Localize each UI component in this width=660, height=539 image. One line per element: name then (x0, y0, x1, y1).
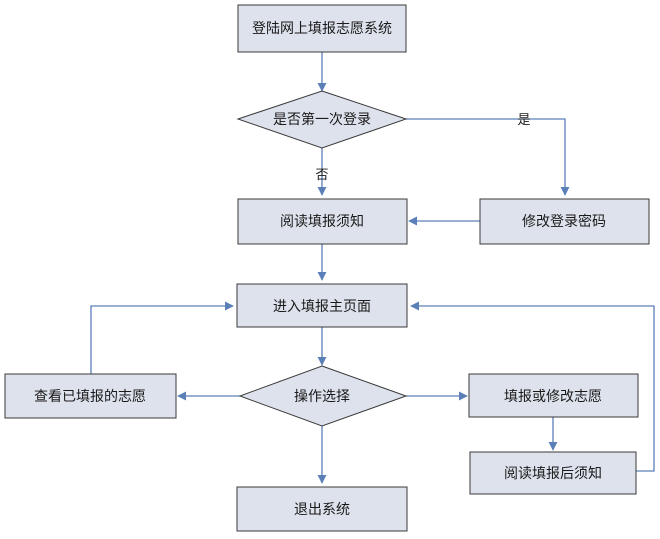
node-login-label: 登陆网上填报志愿系统 (252, 21, 392, 37)
node-exit-label: 退出系统 (294, 502, 350, 518)
node-login: 登陆网上填报志愿系统 (237, 4, 407, 53)
node-view-filled-label: 查看已填报的志愿 (34, 389, 146, 405)
node-change-password: 修改登录密码 (479, 198, 650, 245)
node-choose-action-label: 操作选择 (294, 389, 350, 405)
node-first-login-label: 是否第一次登录 (273, 111, 371, 128)
node-first-login: 是否第一次登录 (236, 90, 408, 149)
edge-first-yes-to-change (406, 118, 570, 196)
node-main-page: 进入填报主页面 (236, 283, 408, 328)
edge-label-no: 否 (315, 168, 328, 183)
node-choose-action: 操作选择 (238, 365, 408, 427)
node-fill-or-modify-label: 填报或修改志愿 (504, 389, 602, 405)
node-view-filled: 查看已填报的志愿 (4, 373, 177, 419)
node-main-page-label: 进入填报主页面 (273, 299, 371, 315)
node-read-after-notice-label: 阅读填报后须知 (504, 465, 602, 482)
node-exit: 退出系统 (236, 486, 408, 532)
node-change-password-label: 修改登录密码 (522, 213, 606, 230)
edge-label-yes: 是 (517, 113, 530, 128)
node-read-notice-label: 阅读填报须知 (280, 213, 364, 230)
node-fill-or-modify: 填报或修改志愿 (468, 373, 639, 418)
edge-view-back-to-main (90, 301, 234, 374)
edge-after-back-to-main (410, 301, 655, 472)
edges (90, 52, 655, 484)
node-read-notice: 阅读填报须知 (237, 198, 408, 245)
node-read-after-notice: 阅读填报后须知 (469, 451, 637, 495)
